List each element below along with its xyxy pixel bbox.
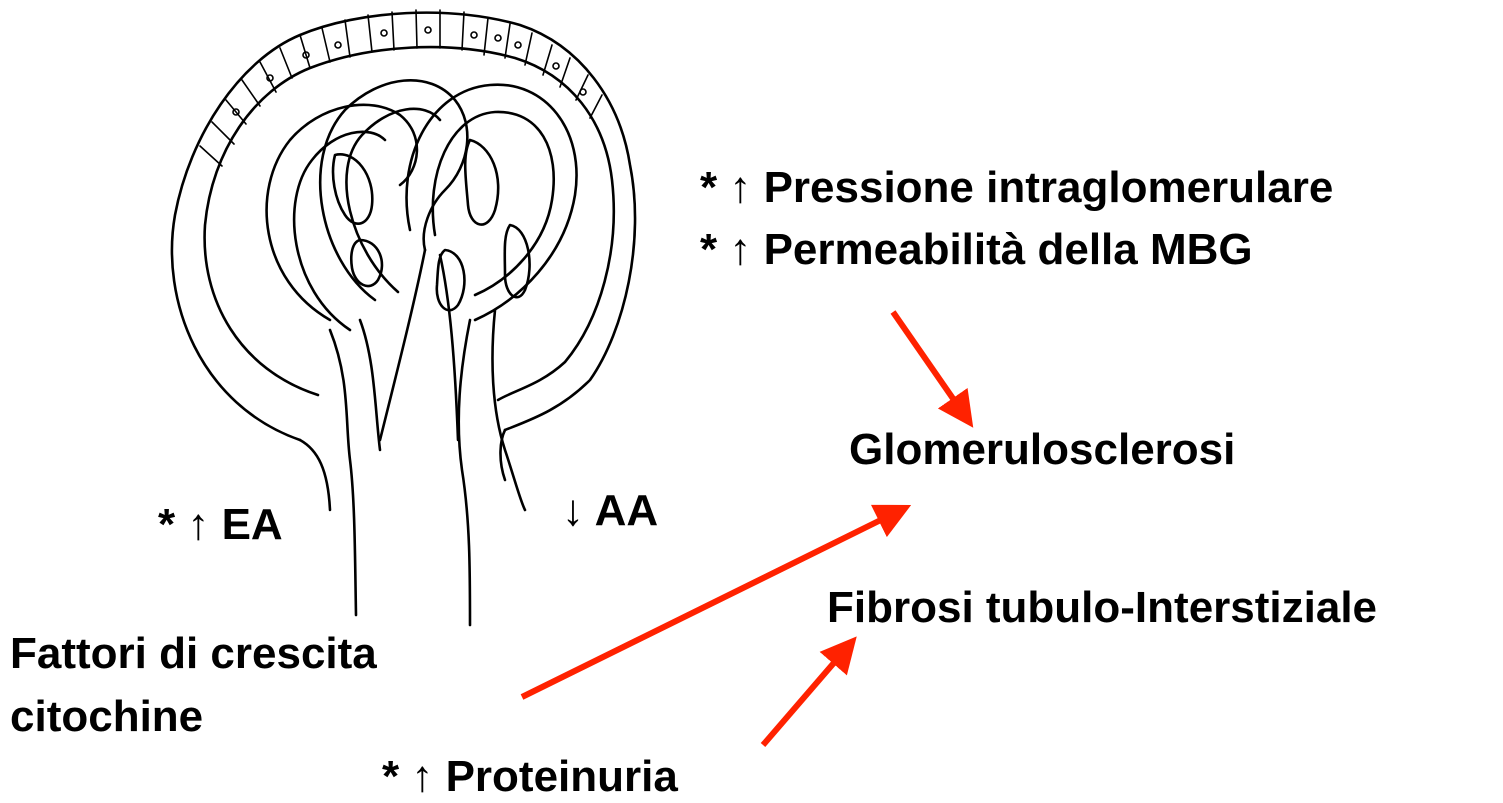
label-glomerulosclerosi: Glomerulosclerosi (849, 428, 1235, 472)
label-pressione-intraglomerulare: * ↑ Pressione intraglomerulare (700, 166, 1333, 210)
label-permeabilita-mbg: * ↑ Permeabilità della MBG (700, 228, 1253, 272)
label-fibrosi-tubulo-interstiziale: Fibrosi tubulo-Interstiziale (827, 586, 1377, 630)
label-proteinuria: * ↑ Proteinuria (382, 755, 678, 799)
label-ea: * ↑ EA (158, 503, 283, 547)
label-citochine: citochine (10, 695, 203, 739)
arrow-proteinuria-to-fibrosis (763, 650, 845, 745)
arrow-permeability-to-glomerulosclerosis (893, 312, 963, 413)
label-aa: ↓ AA (562, 489, 658, 533)
label-fattori-di-crescita: Fattori di crescita (10, 632, 377, 676)
